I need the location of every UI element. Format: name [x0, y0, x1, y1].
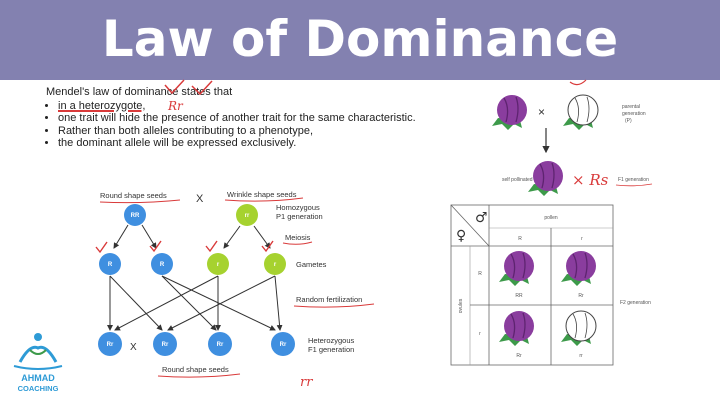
- random-fertilization-label: Random fertilization: [296, 295, 362, 304]
- f2-generation-label: F2 generation: [620, 300, 651, 306]
- svg-text:Rr: Rr: [516, 353, 522, 359]
- gametes-label: Gametes: [296, 260, 327, 269]
- intro-text: Mendel's law of dominance states that: [46, 86, 233, 98]
- punnett-square: ♂ ♀ pollen ovules F2 generation R r R r …: [450, 204, 651, 366]
- fertilization-lines: [107, 275, 283, 331]
- bullet-list: in a heterozygote, one trait will hide t…: [44, 100, 424, 150]
- svg-text:R: R: [160, 262, 165, 268]
- pea-cross-panel: × parental generation (P) self pollinate…: [491, 79, 653, 197]
- check-mark-icon: [149, 240, 162, 253]
- svg-text:Rr: Rr: [162, 342, 169, 348]
- p1-generation-label: P1 generation: [276, 212, 323, 221]
- svg-text:Rr: Rr: [280, 342, 287, 348]
- gamete-node: [264, 253, 286, 275]
- col-allele: r: [581, 236, 583, 242]
- gamete-node: [151, 253, 173, 275]
- parent-rr-recessive-node: [236, 204, 258, 226]
- logo-line1: AHMAD: [21, 373, 55, 383]
- f1-cross-symbol: X: [130, 342, 137, 353]
- gamete-node: [207, 253, 229, 275]
- parent-round-label: Round shape seeds: [100, 191, 167, 200]
- offspring-label: Round shape seeds: [162, 365, 229, 374]
- bullet-item: one trait will hide the presence of anot…: [58, 112, 424, 125]
- svg-text:r: r: [274, 262, 277, 268]
- logo-line2: COACHING: [18, 384, 59, 393]
- svg-text:rr: rr: [245, 213, 250, 219]
- pea-cross-symbol: ×: [538, 105, 545, 119]
- ahmad-coaching-logo: AHMAD COACHING: [13, 333, 63, 393]
- check-mark-icon: [261, 240, 274, 253]
- svg-text:RR: RR: [131, 213, 140, 219]
- purple-pea-parent: [491, 94, 528, 131]
- check-mark-icon: [191, 80, 213, 96]
- svg-text:Rr: Rr: [107, 342, 114, 348]
- pollen-label: pollen: [544, 215, 558, 221]
- rr-annotation: Rr: [167, 99, 184, 113]
- heterozygous-label: Heterozygous: [308, 336, 355, 345]
- offspring-node: [98, 332, 122, 356]
- bullet-item: Rather than both alleles contributing to…: [58, 125, 424, 138]
- f1-generation-pea-label: F1 generation: [618, 177, 649, 183]
- row-allele: r: [479, 331, 481, 337]
- purple-pea-f1: [527, 160, 564, 197]
- parent-rr-dominant-node: [124, 204, 146, 226]
- cross-symbol: X: [196, 193, 204, 205]
- col-allele: R: [518, 236, 522, 242]
- row-allele: R: [478, 271, 482, 277]
- offspring-node: [153, 332, 177, 356]
- svg-text:RR: RR: [515, 293, 523, 299]
- white-pea-parent: [562, 94, 599, 131]
- bullet-item: the dominant allele will be expressed ex…: [58, 137, 424, 150]
- svg-text:Rr: Rr: [217, 342, 224, 348]
- check-mark-icon: [164, 79, 185, 95]
- self-pollinated-label: self pollinated: [502, 177, 533, 183]
- svg-text:r: r: [217, 262, 220, 268]
- handwritten-annotation: Rr: [164, 79, 213, 113]
- rr-bottom-annotation: rr: [300, 375, 313, 390]
- bullet-item: in a heterozygote,: [58, 100, 424, 113]
- svg-text:Rr: Rr: [578, 293, 584, 299]
- male-symbol-icon: ♂: [475, 210, 488, 226]
- title-banner: Law of Dominance: [0, 0, 720, 80]
- f1-generation-label: F1 generation: [308, 345, 354, 354]
- cross-diagram: Round shape seeds X Wrinkle shape seeds …: [95, 190, 375, 390]
- meiosis-label: Meiosis: [285, 233, 311, 242]
- check-mark-icon: [205, 240, 218, 253]
- check-mark-icon: [95, 241, 108, 254]
- homozygous-label: Homozygous: [276, 203, 320, 212]
- gamete-node: [99, 253, 121, 275]
- svg-text:parental: parental: [622, 104, 640, 110]
- svg-text:generation: generation: [622, 111, 646, 117]
- svg-text:(P): (P): [625, 118, 632, 124]
- definition-text: Mendel's law of dominance states that in…: [44, 86, 424, 150]
- offspring-node: [208, 332, 232, 356]
- svg-text:R: R: [108, 262, 113, 268]
- female-symbol-icon: ♀: [456, 228, 466, 244]
- handwritten-rs: × Rs: [572, 171, 609, 189]
- ovules-label: ovules: [458, 298, 464, 313]
- offspring-node: [271, 332, 295, 356]
- page-title: Law of Dominance: [101, 10, 619, 68]
- svg-text:rr: rr: [579, 353, 583, 359]
- parent-wrinkle-label: Wrinkle shape seeds: [227, 190, 297, 199]
